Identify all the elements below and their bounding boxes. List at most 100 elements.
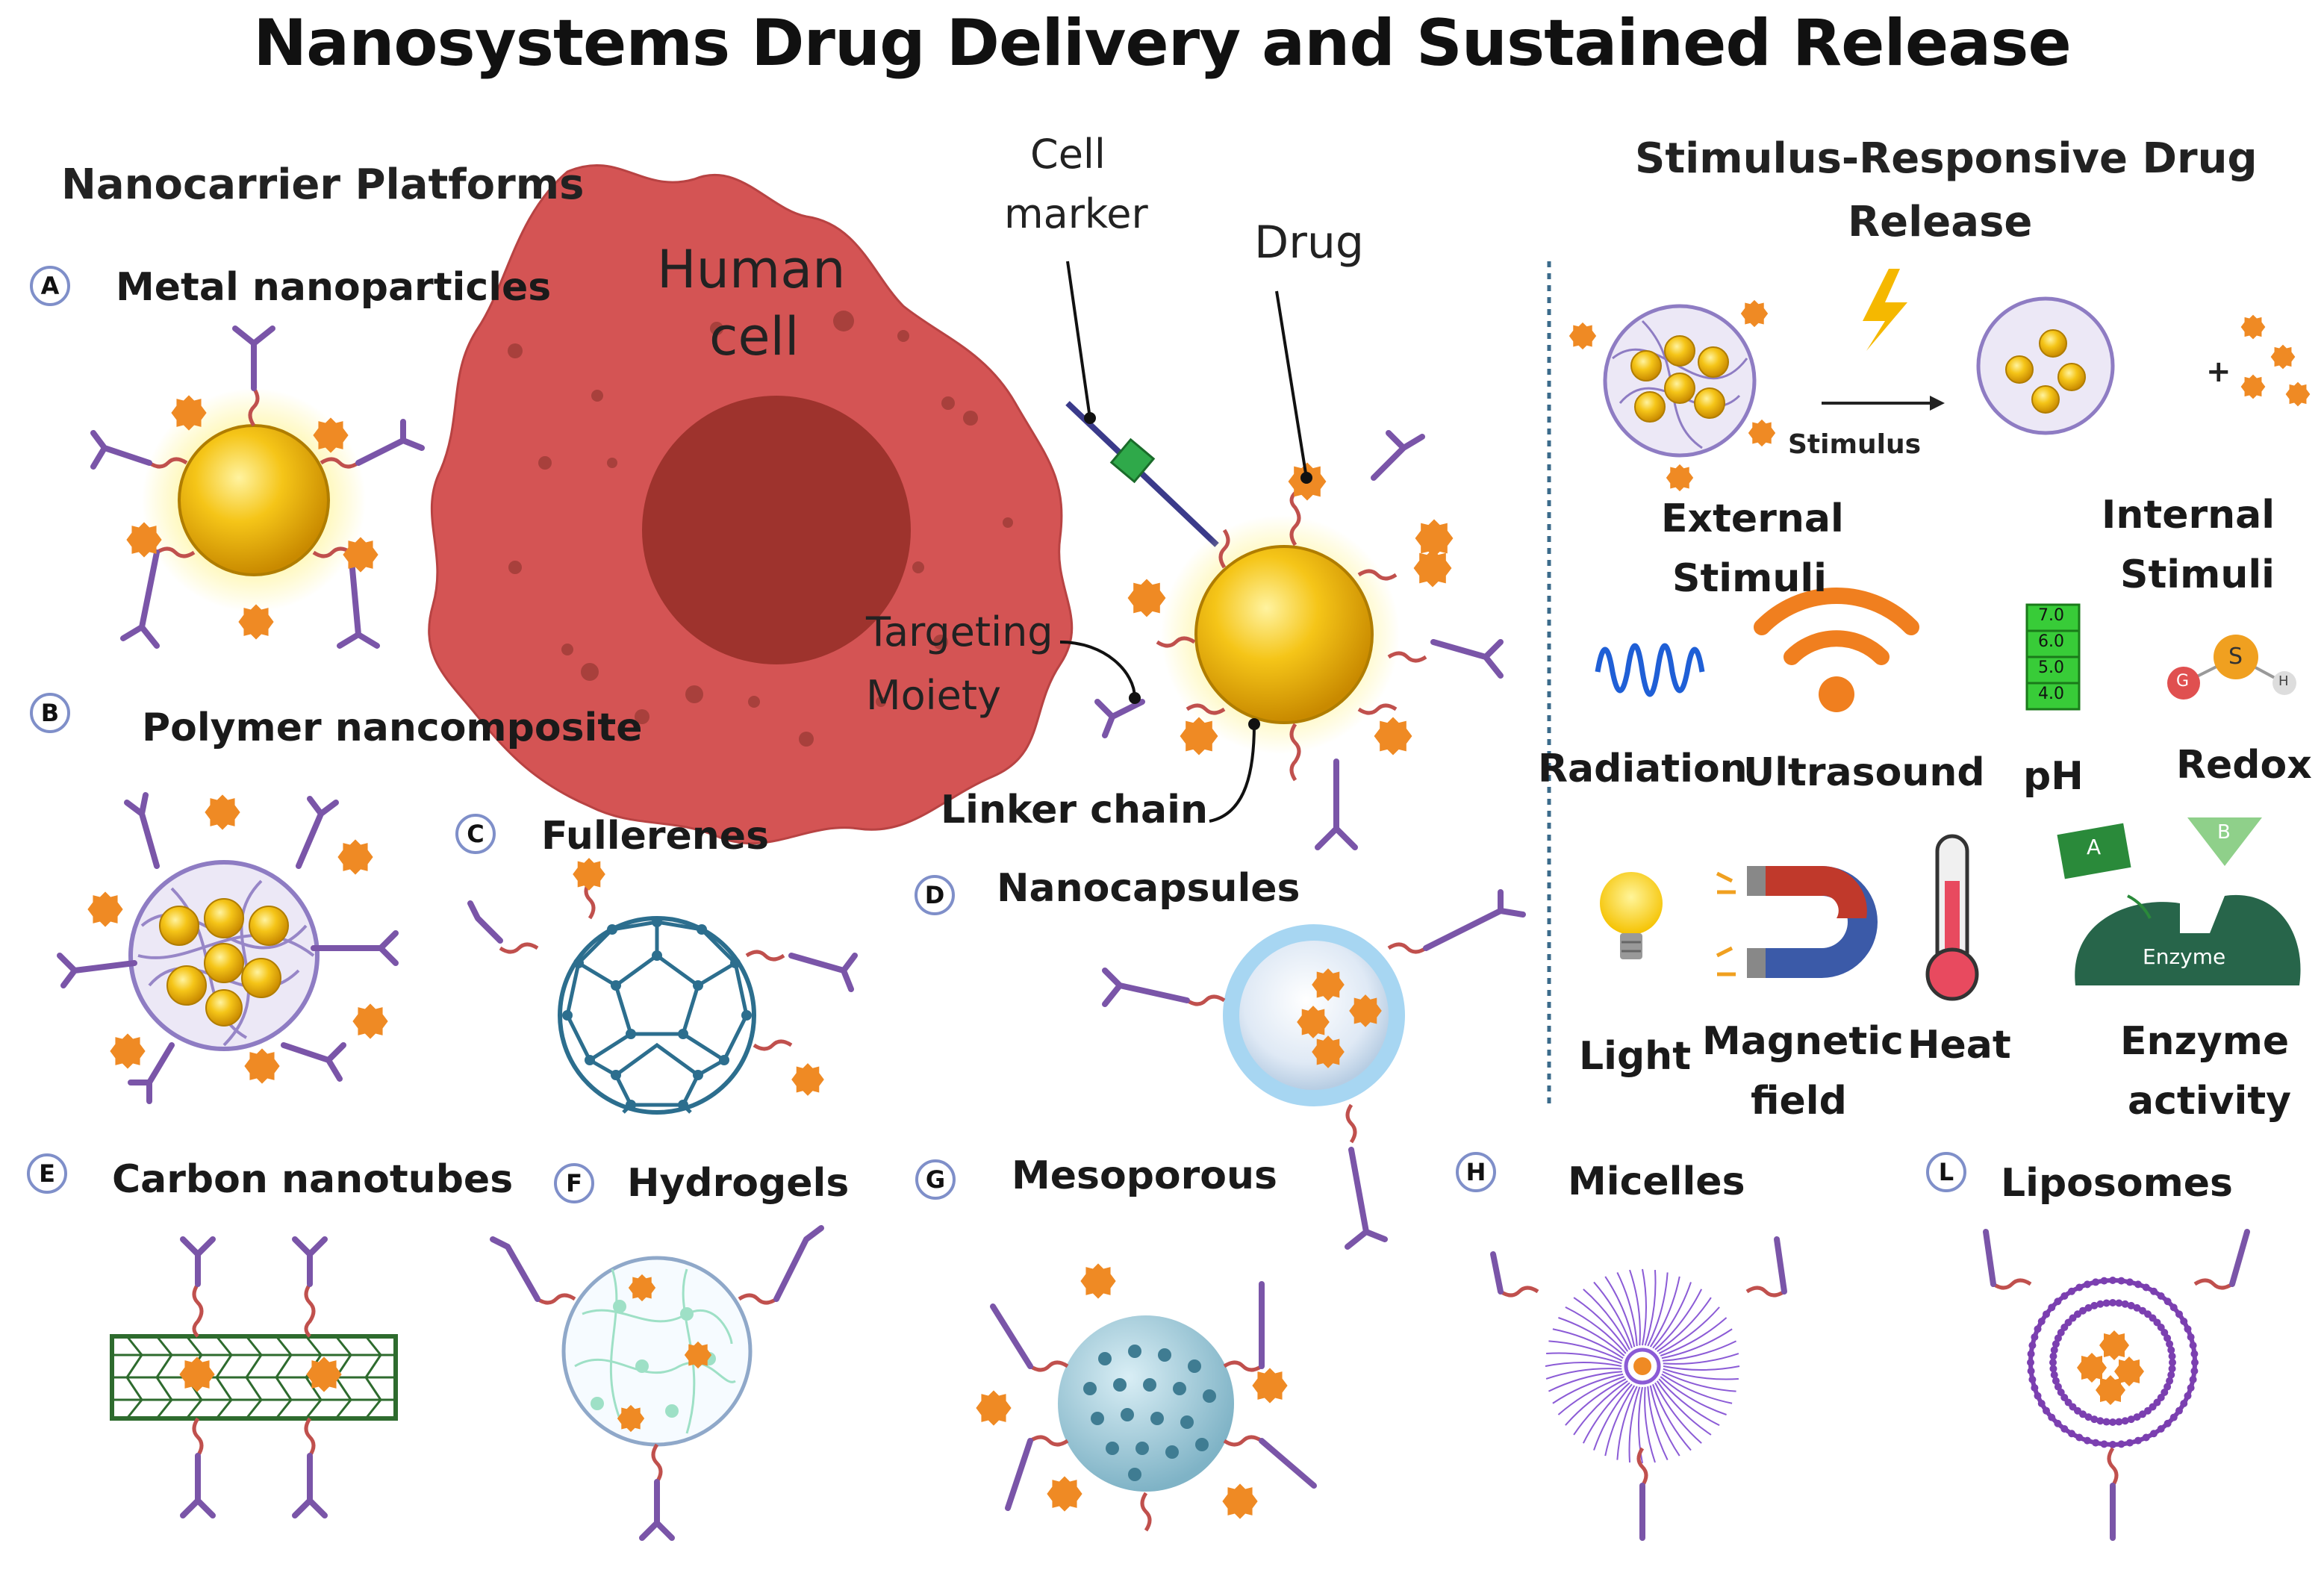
external-stimuli-line1: External xyxy=(1661,496,1844,541)
enzyme-tag-b: B xyxy=(2217,821,2231,844)
lipid-head xyxy=(2169,1303,2178,1312)
lipid-head xyxy=(2049,1365,2057,1373)
release-schematic xyxy=(1568,269,2311,492)
lipid-head xyxy=(2090,1301,2099,1309)
lipid-head xyxy=(2169,1413,2178,1421)
lipid-head xyxy=(2092,1278,2100,1286)
lipid-head xyxy=(2161,1329,2169,1336)
redox-icon xyxy=(2167,635,2296,700)
micelle-tail xyxy=(1644,1386,1656,1463)
micelle-tail xyxy=(1661,1328,1733,1359)
lipid-head xyxy=(2125,1278,2134,1286)
micelle-tail xyxy=(1649,1276,1680,1348)
micelle-tail xyxy=(1652,1282,1692,1349)
lipid-head xyxy=(2163,1383,2172,1391)
micelle-tail xyxy=(1647,1272,1669,1347)
enzyme-word: Enzyme xyxy=(2143,944,2226,969)
lipid-head xyxy=(2191,1359,2199,1366)
internal-stimuli-line1: Internal xyxy=(2102,493,2275,538)
lipid-head xyxy=(2068,1430,2075,1438)
badge-c: C xyxy=(455,814,496,854)
lipid-head xyxy=(2115,1418,2123,1426)
thermometer-icon xyxy=(1925,834,1979,1001)
micelle-tail xyxy=(1582,1382,1630,1444)
micelle-tail xyxy=(1662,1371,1736,1392)
targeted-nanoparticle xyxy=(1059,261,1504,850)
micelle-tail xyxy=(1656,1380,1712,1436)
lipid-head xyxy=(2075,1433,2084,1442)
lipid-head xyxy=(2057,1389,2065,1396)
lipid-head xyxy=(2096,1417,2105,1425)
badge-d: D xyxy=(915,875,955,915)
stimulus-arrow-label: Stimulus xyxy=(1788,429,1922,460)
badge-a: A xyxy=(30,266,70,306)
lipid-head xyxy=(2054,1298,2062,1306)
lipid-head xyxy=(2109,1277,2116,1284)
lipid-head xyxy=(2050,1346,2058,1354)
lipid-head xyxy=(2184,1392,2192,1400)
ph-value-4: 4.0 xyxy=(2038,685,2064,703)
lipid-head xyxy=(2027,1367,2035,1375)
lipid-head xyxy=(2054,1419,2062,1427)
lipid-head xyxy=(2031,1383,2039,1392)
lipid-head xyxy=(2050,1371,2058,1379)
lipid-head xyxy=(2102,1299,2110,1307)
label-hydrogels: Hydrogels xyxy=(627,1161,850,1206)
lipid-head xyxy=(2167,1346,2175,1354)
ultrasound-icon xyxy=(1754,588,1919,712)
callout-drug: Drug xyxy=(1254,217,1364,269)
mesoporous-particle xyxy=(976,1263,1317,1532)
micelle-tail xyxy=(1663,1368,1739,1380)
badge-l: L xyxy=(1926,1152,1966,1192)
stimulus-heading-line1: Stimulus-Responsive Drug xyxy=(1635,134,2258,183)
lipid-head xyxy=(2175,1407,2183,1415)
lipid-head xyxy=(2168,1365,2176,1373)
micelle-tail xyxy=(1565,1378,1627,1426)
lipid-head xyxy=(2117,1440,2125,1448)
lipid-head xyxy=(2054,1383,2062,1391)
label-light: Light xyxy=(1579,1034,1692,1079)
lipid-head xyxy=(2121,1417,2129,1425)
badge-g: G xyxy=(915,1159,956,1200)
micelle-tail xyxy=(1654,1382,1702,1444)
micelle-tail xyxy=(1662,1340,1737,1362)
figure-title: Nanosystems Drug Delivery and Sustained … xyxy=(253,6,2072,81)
label-enzyme-2: activity xyxy=(2128,1079,2292,1124)
badge-f: F xyxy=(554,1163,594,1203)
lipid-head xyxy=(2037,1400,2046,1407)
micelle-tail xyxy=(1616,1271,1638,1347)
micelle-tail xyxy=(1604,1385,1636,1457)
lipid-head xyxy=(2125,1439,2134,1447)
lipid-head xyxy=(2134,1280,2142,1289)
ph-strip-icon xyxy=(2025,603,2081,711)
micelle-tail xyxy=(1661,1373,1733,1404)
enzyme-tag-a: A xyxy=(2087,835,2102,859)
redox-atom-h: H xyxy=(2278,673,2289,689)
lipid-head xyxy=(2043,1310,2051,1318)
lipid-head xyxy=(2034,1325,2042,1333)
lipid-head xyxy=(2169,1359,2176,1366)
liposome xyxy=(1983,1229,2250,1541)
lipid-head xyxy=(2109,1299,2116,1306)
lipid-head xyxy=(2163,1298,2172,1306)
lipid-head xyxy=(2168,1352,2176,1360)
badge-e: E xyxy=(27,1153,67,1194)
lipid-head xyxy=(2048,1413,2056,1421)
lipid-head xyxy=(2150,1287,2158,1295)
badge-h: H xyxy=(1456,1152,1496,1192)
lipid-head xyxy=(2133,1303,2141,1312)
badge-b: B xyxy=(30,693,70,733)
lipid-head xyxy=(2163,1334,2172,1342)
micelle-tail xyxy=(1663,1365,1740,1371)
micelle-tail xyxy=(1654,1289,1703,1351)
lipid-head xyxy=(2054,1334,2062,1342)
micelle-tail xyxy=(1657,1297,1712,1353)
lipid-head xyxy=(2096,1300,2105,1308)
micelle-tail xyxy=(1593,1281,1633,1349)
lipid-head xyxy=(2090,1415,2099,1424)
lipid-head xyxy=(2190,1367,2199,1375)
lipid-head xyxy=(2180,1318,2188,1325)
micelle-tail xyxy=(1658,1378,1720,1427)
micelle-tail xyxy=(1583,1289,1630,1351)
callout-linker: Linker chain xyxy=(941,788,1208,832)
